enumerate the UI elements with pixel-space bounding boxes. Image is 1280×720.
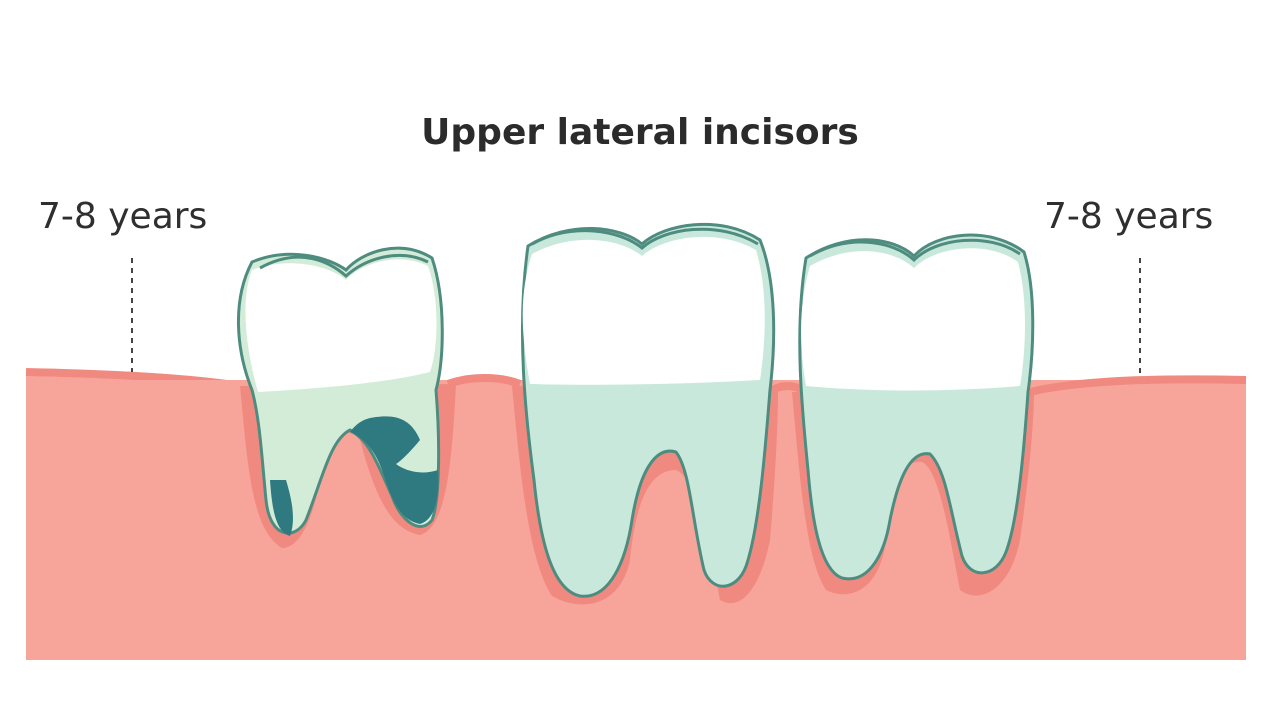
right-age-label: 7-8 years <box>1044 196 1214 237</box>
decay-area <box>350 416 439 524</box>
left-age-label: 7-8 years <box>38 196 208 237</box>
primary-tooth <box>237 246 444 536</box>
diagram-title: Upper lateral incisors <box>421 112 859 153</box>
permanent-tooth-middle <box>520 222 776 598</box>
permanent-tooth-right <box>798 233 1035 581</box>
